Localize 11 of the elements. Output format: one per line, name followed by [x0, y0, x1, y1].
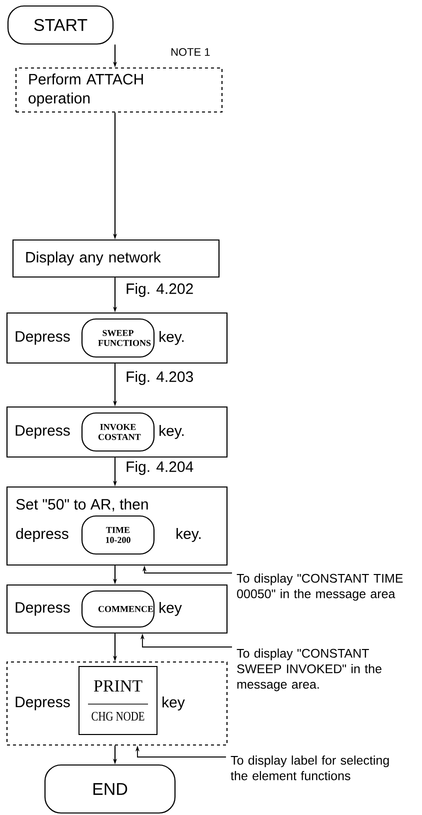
process-box: Perform ATTACH operation	[15, 67, 223, 113]
terminal-box: START	[7, 5, 114, 45]
figure-reference: Fig. 4.203	[126, 371, 193, 385]
figure-reference: Fig. 4.202	[126, 283, 193, 297]
callout-text: To display "CONSTANT SWEEP INVOKED" in the message area.	[236, 648, 382, 692]
terminal-box: END	[44, 764, 176, 814]
process-box: Display any network	[12, 239, 220, 278]
callout-text: To display "CONSTANT TIME 00050" in the message area	[236, 574, 403, 601]
note-label: NOTE 1	[171, 48, 210, 56]
figure-reference: Fig. 4.204	[126, 461, 194, 475]
callout-text: To display label for selecting the element functions	[230, 756, 389, 780]
